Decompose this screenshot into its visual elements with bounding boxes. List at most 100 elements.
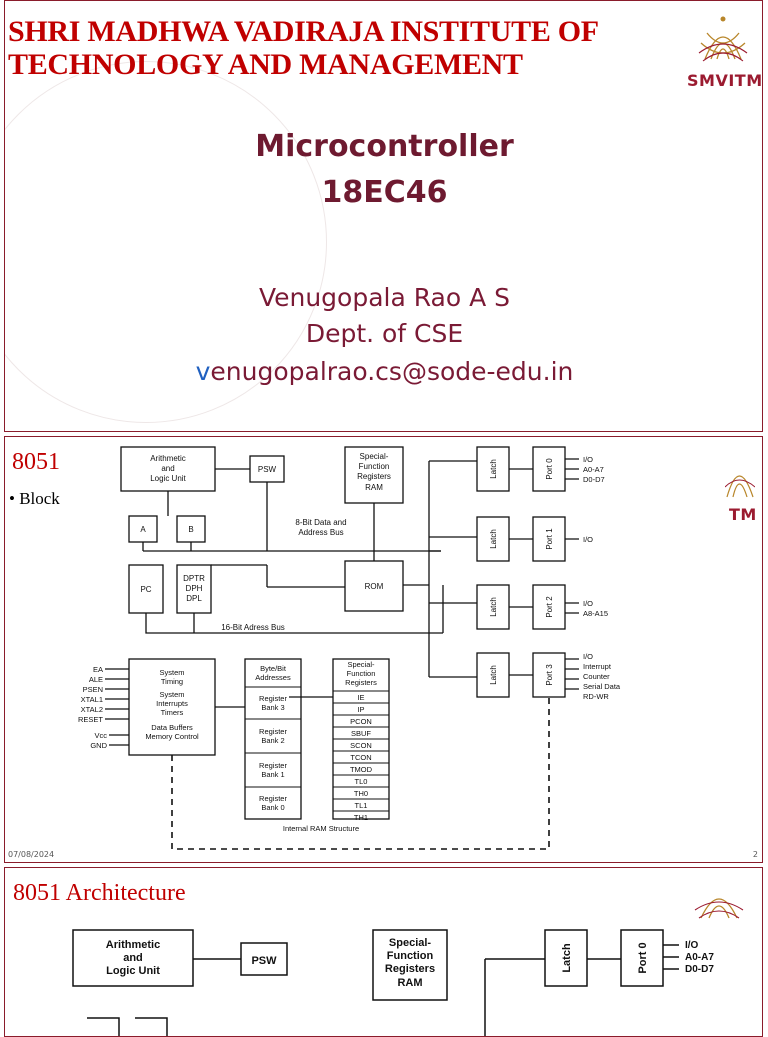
sfr-tl0: TL0 (355, 777, 368, 786)
block-diagram: Arithmetic and Logic Unit PSW Special- F… (78, 446, 621, 850)
sfr-label-4: RAM (365, 483, 383, 492)
port-0 (620, 929, 664, 987)
sfr-label-1: Special- (389, 937, 432, 949)
latch-label: Latch (561, 943, 573, 973)
ram-b0-2: Bank 0 (261, 803, 284, 812)
sfr-pcon: PCON (350, 717, 372, 726)
smvitm-logo-icon (698, 16, 748, 62)
ram-bank-block (244, 658, 302, 820)
port-3-label: Port 3 (545, 664, 554, 686)
port0-a0a7: A0-A7 (583, 465, 604, 474)
sfr-th1: TH1 (354, 813, 368, 822)
port3-rdwr: RD-WR (583, 692, 609, 701)
rom-label: ROM (365, 582, 384, 591)
sfr-label-4: RAM (397, 977, 422, 989)
sfr-ram-block (372, 929, 448, 1001)
latch-0-label: Latch (489, 459, 498, 479)
latch-2 (476, 584, 510, 630)
sfr-ie: IE (357, 693, 364, 702)
ram-b2-2: Bank 2 (261, 736, 284, 745)
port0-a0a7: A0-A7 (685, 952, 714, 963)
latch-0 (544, 929, 588, 987)
pc-block (128, 564, 164, 614)
port3-interrupt: Interrupt (583, 662, 612, 671)
sfr-scon: SCON (350, 741, 372, 750)
sys-label-6: Data Buffers (151, 723, 193, 732)
psw-label: PSW (251, 955, 277, 967)
pc-label: PC (140, 585, 151, 594)
reg-b-label: B (188, 525, 193, 534)
port3-io: I/O (583, 652, 593, 661)
email-address[interactable]: venugopalrao.cs@sode-edu.in (195, 357, 574, 386)
pin-gnd: GND (90, 741, 107, 750)
port0-d0d7: D0-D7 (583, 475, 605, 484)
psw-label: PSW (258, 465, 277, 474)
latch-3 (476, 652, 510, 698)
institute-line-1: SHRI MADHWA VADIRAJA INSTITUTE OF (8, 15, 599, 48)
smvitm-logo-partial-icon (725, 475, 755, 498)
sfr-hdr-3: Registers (345, 678, 377, 687)
institute-name: SHRI MADHWA VADIRAJA INSTITUTE OF TECHNO… (8, 15, 599, 81)
port3-counter: Counter (583, 672, 610, 681)
psw-block (240, 942, 288, 976)
dptr-label-3: DPL (186, 594, 202, 603)
sys-label-3: System (159, 690, 184, 699)
port-3 (532, 652, 566, 698)
sys-label-2: Timing (161, 677, 183, 686)
data-bus-label-1: 8-Bit Data and (295, 518, 346, 527)
ram-b1-2: Bank 1 (261, 770, 284, 779)
alu-label-3: Logic Unit (106, 965, 160, 977)
ram-b3-1: Register (259, 694, 287, 703)
sfr-tcon: TCON (350, 753, 371, 762)
alu-label-2: and (123, 952, 143, 964)
sfr-tmod: TMOD (350, 765, 373, 774)
block-diagram-slide: 8051 • Block TM (4, 436, 763, 863)
pin-ea: EA (93, 665, 103, 674)
author-name: Venugopala Rao A S (258, 283, 511, 312)
ram-b0-1: Register (259, 794, 287, 803)
footer-date: 07/08/2024 (8, 850, 55, 859)
port0-io: I/O (583, 455, 593, 464)
port-1-label: Port 1 (545, 528, 554, 550)
dptr-label-2: DPH (186, 584, 203, 593)
sys-label-5: Timers (161, 708, 184, 717)
alu-label-3: Logic Unit (150, 474, 186, 483)
sfr-tl1: TL1 (355, 801, 368, 810)
port-2-label: Port 2 (545, 596, 554, 618)
pin-xtal1: XTAL1 (81, 695, 103, 704)
alu-label-1: Arithmetic (150, 454, 186, 463)
ram-b1-1: Register (259, 761, 287, 770)
port2-io: I/O (583, 599, 593, 608)
latch-1 (476, 516, 510, 562)
architecture-slide: 8051 Architecture Arithmetic and Logic U… (4, 867, 763, 1037)
sys-label-7: Memory Control (145, 732, 199, 741)
sfr-label-2: Function (359, 462, 390, 471)
pin-vcc: Vcc (94, 731, 107, 740)
port2-a8a15: A8-A15 (583, 609, 608, 618)
addr-bus-label: 16-Bit Adress Bus (221, 623, 285, 632)
pin-psen: PSEN (83, 685, 103, 694)
sfr-hdr-2: Function (347, 669, 376, 678)
sfr-label-3: Registers (385, 963, 435, 975)
sfr-hdr-1: Special- (347, 660, 375, 669)
port0-label: Port 0 (637, 942, 649, 973)
alu-label-2: and (161, 464, 174, 473)
dptr-label-1: DPTR (183, 574, 205, 583)
pin-ale: ALE (89, 675, 103, 684)
ram-b3-2: Bank 3 (261, 703, 284, 712)
sfr-label-1: Special- (360, 452, 389, 461)
course-title: Microcontroller (255, 129, 514, 164)
course-code: 18EC46 (321, 175, 448, 210)
title-slide: SHRI MADHWA VADIRAJA INSTITUTE OF TECHNO… (4, 0, 763, 432)
ram-byte-1: Byte/Bit (260, 664, 287, 673)
logo-text: SMVITM (687, 71, 763, 90)
sfr-ip: IP (357, 705, 364, 714)
slide-title: 8051 Architecture (13, 880, 186, 906)
sfr-th0: TH0 (354, 789, 368, 798)
dptr-block (176, 564, 212, 614)
slide-title: 8051 (12, 449, 60, 475)
institute-line-2: TECHNOLOGY AND MANAGEMENT (8, 48, 523, 81)
ram-byte-2: Addresses (255, 673, 291, 682)
port1-io: I/O (583, 535, 593, 544)
port-0-label: Port 0 (545, 458, 554, 480)
